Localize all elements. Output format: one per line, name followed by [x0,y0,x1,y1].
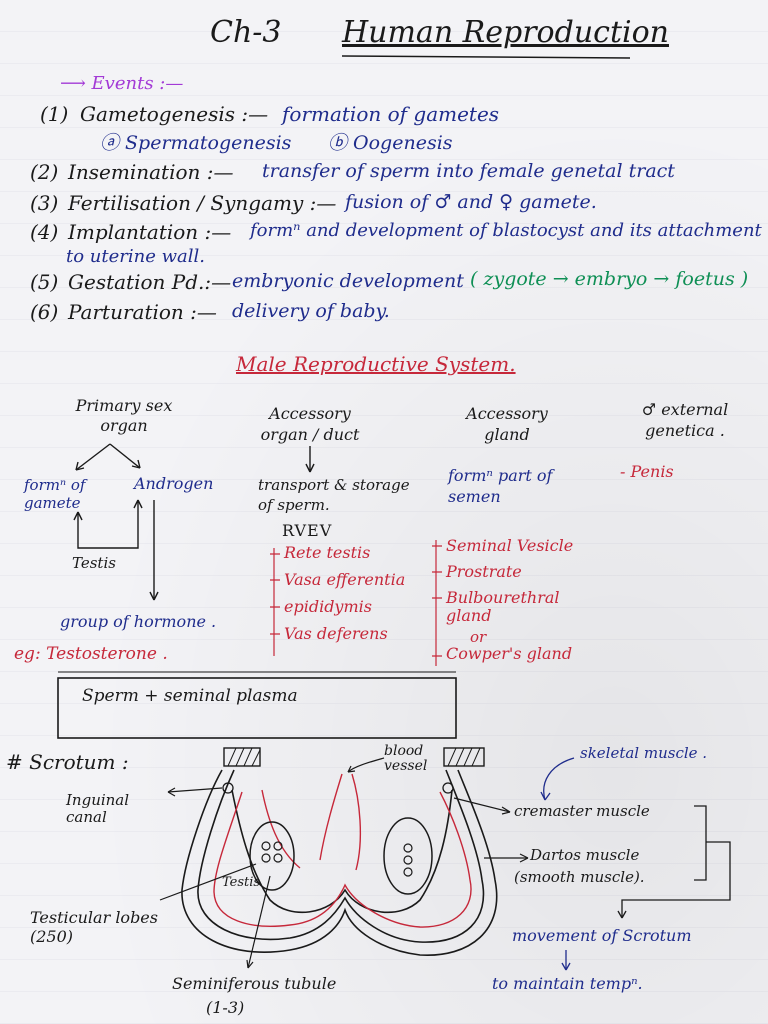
label-testis: Testis [222,875,261,890]
event-4-term: Implantation :— [68,220,232,244]
col1-example: eg: Testosterone . [14,644,168,664]
skeletal-arc [540,757,575,801]
col2-arrow [305,446,315,473]
event-2-num: (2) [30,160,59,184]
col2-desc: transport & storage of sperm. [258,476,410,514]
col2-item-vasa: Vasa efferentia [284,570,406,589]
section-title-male-system: Male Reproductive System. [236,352,516,376]
event-4-num: (4) [30,220,59,244]
scrotum-label-arrows [159,757,529,969]
event-4-def-cont: to uterine wall. [66,246,205,267]
col2-bracket [270,548,280,656]
event-2-def: transfer of sperm into female genetal tr… [262,160,675,182]
event-3-term: Fertilisation / Syngamy :— [68,191,337,215]
chapter-number: Ch-3 [210,15,282,50]
col2-item-rete: Rete testis [284,543,371,562]
event-5-term: Gestation Pd.:— [68,270,232,294]
col1-testis: Testis [72,554,116,572]
label-cremaster: cremaster muscle [514,802,650,820]
event-3-def: fusion of ♂ and ♀ gamete. [345,191,597,213]
testis-right-lobes [403,843,413,877]
col3-bracket [432,540,442,666]
muscle-bracket [617,805,731,919]
title-underline [341,55,631,59]
col3-item-bulbourethral: Bulbourethral gland [446,588,560,625]
testis-right [383,817,433,895]
col4-header: ♂ external genetica . [641,400,729,440]
event-1-term: Gametogenesis :— [80,102,269,126]
event-3-num: (3) [30,191,59,215]
label-seminiferous: Seminiferous tubule [172,974,337,993]
label-skeletal-muscle: skeletal muscle . [580,744,708,762]
col2-acronym: RVEV [282,521,333,540]
cord-block-right [443,747,485,767]
scrotum-outline [181,769,498,956]
col3-item-or: or [470,628,487,646]
label-maintain-temp: to maintain tempⁿ. [492,974,643,993]
col3-header: Accessory gland [466,404,548,444]
event-5-def: embryonic development [232,270,464,292]
event-1-num: (1) [40,102,69,126]
event-1-def: formation of gametes [282,102,500,126]
label-inguinal-canal: Inguinal canal [66,791,130,826]
event-2-term: Insemination :— [68,160,234,184]
label-tubule-count: (1-3) [206,998,245,1017]
col2-item-epididymis: epididymis [284,597,372,616]
testis-left-lobes [261,841,283,863]
label-blood-vessel: blood vessel [384,743,428,775]
col1-arrows [73,443,159,601]
inguinal-ring-right [442,782,454,794]
gestation-note: ( zygote → embryo → foetus ) [470,268,749,290]
inguinal-ring-left [222,782,234,794]
event-1-sub-a: ⓐ Spermatogenesis [100,132,292,154]
events-label: ⟶ Events :— [60,73,184,94]
scrotum-title: # Scrotum : [6,750,129,774]
col2-header: Accessory organ / duct [260,404,360,444]
col3-item-cowper: Cowper's gland [446,644,573,663]
col3-item-prostrate: Prostrate [446,562,522,581]
event-4-def: formⁿ and development of blastocyst and … [250,220,762,241]
col2-item-vas-deferens: Vas deferens [284,624,388,643]
col1-androgen: Androgen [134,474,214,493]
page-title: Human Reproduction [342,15,669,50]
event-5-num: (5) [30,270,59,294]
col1-gamete: formⁿ of gamete [24,476,86,512]
col3-desc: formⁿ part of semen [448,466,553,506]
label-testicular-lobes: Testicular lobes (250) [30,908,158,947]
movement-arrow [561,950,571,971]
event-6-def: delivery of baby. [232,300,390,322]
semen-box-label: Sperm + seminal plasma [82,686,298,706]
label-movement: movement of Scrotum [512,926,692,945]
cord-block-left [223,747,261,767]
label-dartos: Dartos muscle [530,846,640,864]
col1-header: Primary sex organ [75,396,173,435]
col1-hormone: group of hormone . [60,612,217,631]
label-smooth-muscle: (smooth muscle). [514,868,645,886]
scrotum-red-layer [213,773,472,928]
event-6-num: (6) [30,300,59,324]
event-1-sub-b: ⓑ Oogenesis [328,132,453,154]
semen-box [57,677,457,739]
testis-left [249,821,295,891]
col3-item-seminal: Seminal Vesicle [446,536,574,555]
event-6-term: Parturation :— [68,300,217,324]
col4-item-penis: - Penis [620,462,674,481]
